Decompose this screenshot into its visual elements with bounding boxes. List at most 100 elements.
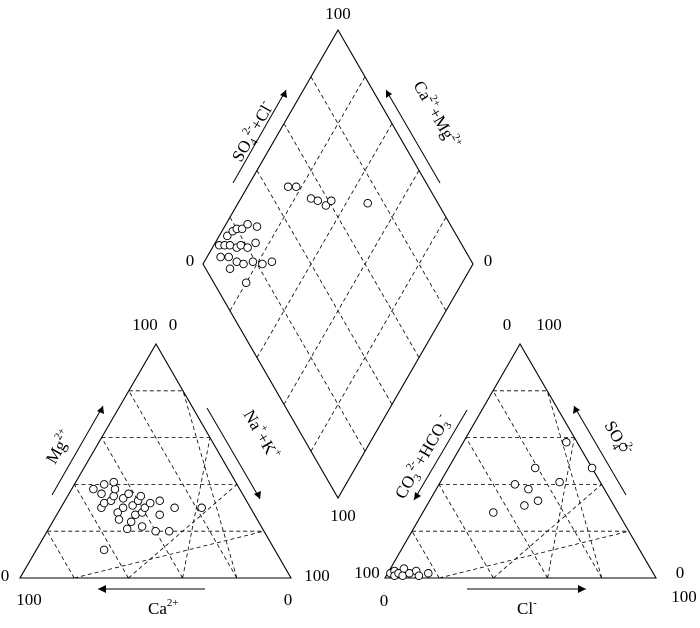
diamond-point xyxy=(283,182,293,192)
cation-bottom-left-outer-tick: 0 xyxy=(1,566,10,585)
diamond-grid-line xyxy=(229,217,366,452)
anion-triangle-frame xyxy=(384,342,657,579)
cation-left-arrow xyxy=(51,405,104,496)
anion-right-axis-label: SO42- xyxy=(598,417,637,461)
anion-bottom-right-upper-tick: 0 xyxy=(676,563,685,582)
cation-left-axis-label: Mg2+ xyxy=(40,426,76,467)
cation-point xyxy=(155,496,164,506)
diamond-point xyxy=(243,219,252,229)
anion-bottom-axis-label: Cl- xyxy=(517,597,537,618)
cation-point xyxy=(113,508,122,517)
anion-right-arrowhead xyxy=(573,406,580,414)
diamond-grid-line xyxy=(283,123,420,358)
diamond-point xyxy=(216,252,225,262)
diamond-point xyxy=(252,222,262,231)
cation-right-arrowhead xyxy=(254,491,261,499)
cation-bottom-right-lower-tick: 0 xyxy=(284,590,293,609)
anion-left-arrow xyxy=(413,409,468,501)
diamond-frame xyxy=(202,28,474,500)
diamond-top-tick: 100 xyxy=(325,4,351,23)
cation-point xyxy=(97,489,106,499)
cation-triangle-frame xyxy=(19,342,292,579)
anion-point xyxy=(530,463,540,473)
anion-top-left-tick: 0 xyxy=(503,315,512,334)
cation-point xyxy=(114,515,124,524)
diamond-grid-line xyxy=(283,170,420,405)
diamond-point xyxy=(223,231,232,241)
cation-point xyxy=(109,491,118,501)
anion-point xyxy=(562,438,571,447)
anion-point xyxy=(520,501,529,510)
cation-point xyxy=(137,522,147,531)
cation-point xyxy=(140,503,150,513)
anion-point xyxy=(489,508,498,517)
anion-grid-left-parallel xyxy=(492,390,603,579)
diamond-left-arrowhead xyxy=(280,90,287,98)
anion-point xyxy=(510,480,520,489)
cation-grid-left-parallel xyxy=(128,390,238,579)
cation-point xyxy=(136,491,146,501)
anion-point xyxy=(533,496,543,506)
cation-point xyxy=(128,501,137,510)
diamond-grid-line xyxy=(310,217,447,452)
diamond-right-axis-label: Ca2++Mg2+ xyxy=(410,77,466,153)
diamond-grid-line xyxy=(310,76,447,311)
cation-point xyxy=(99,545,109,555)
cation-point xyxy=(89,484,98,494)
cation-point xyxy=(197,503,206,513)
cation-grid-right-parallel xyxy=(182,390,238,579)
diamond-grid-line xyxy=(256,170,393,405)
cation-point xyxy=(155,510,164,520)
anion-bottom-arrowhead xyxy=(578,585,586,593)
cation-point xyxy=(118,503,128,513)
diamond-left-axis-label: SO42-+Cl- xyxy=(226,97,280,166)
anion-point xyxy=(414,571,424,580)
sample-points xyxy=(89,182,628,580)
cation-grid-right-parallel xyxy=(74,530,265,579)
diamond-point xyxy=(241,278,251,287)
cation-grid-right-parallel xyxy=(128,484,238,579)
anion-point xyxy=(618,442,628,452)
diamond-right-tick: 0 xyxy=(484,251,493,270)
anion-left-axis-label: CO32-+HCO3- xyxy=(389,411,456,504)
anion-left-arrowhead xyxy=(414,492,421,500)
diamond-bottom-tick: 100 xyxy=(330,506,356,525)
diamond-right-arrow xyxy=(385,89,441,184)
anion-point xyxy=(524,484,533,494)
anion-grid-left-parallel xyxy=(411,530,440,579)
cation-grid-left-parallel xyxy=(46,531,75,579)
cation-point xyxy=(99,480,109,489)
diamond-left-arrow xyxy=(232,89,287,184)
diamond-point xyxy=(327,196,336,206)
anion-point xyxy=(555,477,564,487)
cation-bottom-right-upper-tick: 100 xyxy=(304,566,330,585)
cation-point xyxy=(118,494,128,503)
diamond-point xyxy=(239,259,248,269)
anion-grid-right-parallel xyxy=(493,484,602,579)
anion-bottom-left-upper-tick: 100 xyxy=(354,563,380,582)
anion-bottom-right-lower-tick: 100 xyxy=(671,587,697,606)
diamond-point xyxy=(243,243,252,252)
cation-top-right-tick: 0 xyxy=(169,315,178,334)
diamond-point xyxy=(258,259,267,269)
cation-point xyxy=(122,524,132,534)
grid-lines xyxy=(46,76,629,579)
diamond-point xyxy=(224,252,233,262)
anion-grid-right-parallel xyxy=(546,390,603,579)
cation-point xyxy=(109,477,118,487)
diamond-right-arrowhead xyxy=(386,90,392,98)
cation-right-axis-label: Na++K+ xyxy=(240,406,285,463)
anion-grid-right-parallel xyxy=(439,530,629,579)
anion-right-arrow xyxy=(573,405,627,496)
cation-point xyxy=(126,517,136,527)
cation-bottom-arrowhead xyxy=(98,585,106,593)
diamond-point xyxy=(313,196,323,206)
diamond-point xyxy=(291,182,301,192)
diamond-point xyxy=(248,257,258,266)
cation-point xyxy=(170,503,179,513)
cation-right-arrow xyxy=(206,407,261,500)
cation-point xyxy=(151,526,160,536)
diamond-grid-line xyxy=(229,76,366,311)
